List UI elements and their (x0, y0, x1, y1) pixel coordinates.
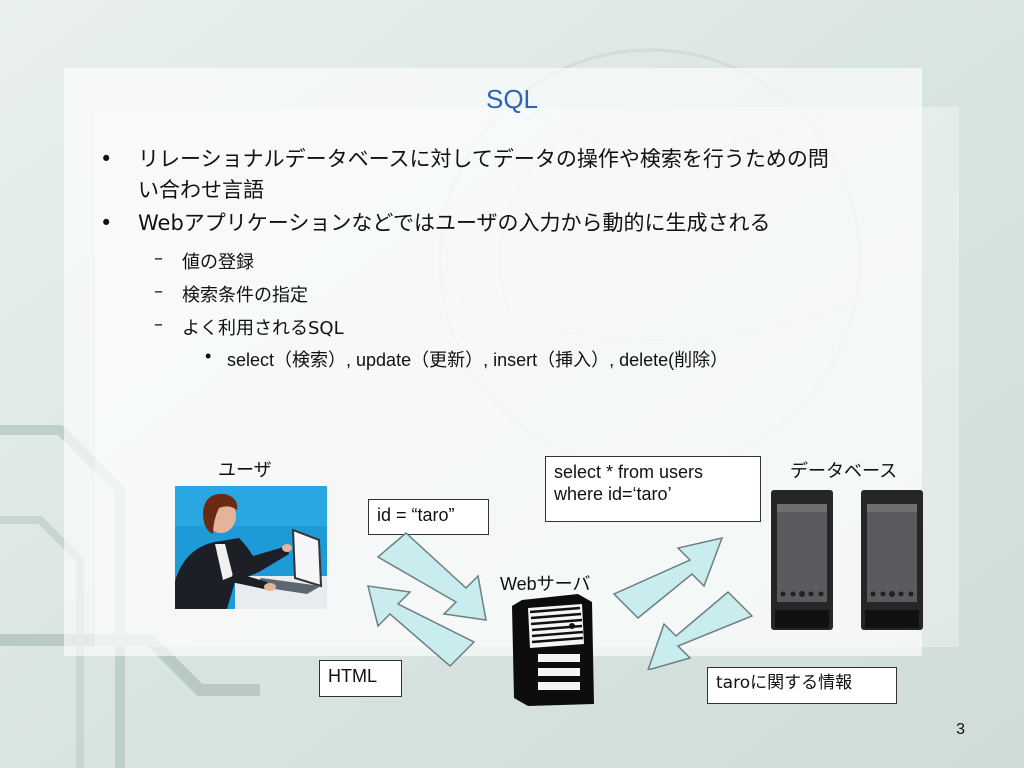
bullet-web-app-text: Webアプリケーションなどではユーザの入力から動的に生成される (138, 211, 771, 235)
sub-bullet-text: 検索条件の指定 (182, 285, 308, 306)
html-response-box: HTML (319, 660, 402, 697)
slide-title: SQL (485, 84, 539, 114)
database-server-icon (771, 490, 923, 630)
database-label: データベース (790, 461, 898, 482)
bullet-definition-line2: い合わせ言語 (138, 178, 264, 202)
flow-arrows (367, 531, 754, 670)
sql-commands-text: select（検索）, update（更新）, insert（挿入）, dele… (227, 350, 729, 370)
sql-commands-bullet: • select（検索）, update（更新）, insert（挿入）, de… (205, 346, 729, 372)
arrow-server-to-user (367, 585, 476, 668)
dash-icon: – (154, 314, 163, 335)
result-info-box: taroに関する情報 (707, 667, 897, 704)
bullet-definition-line1: リレーショナルデータベースに対してデータの操作や検索を行うための問 (138, 147, 829, 171)
bullet-definition: • リレーショナルデータベースに対してデータの操作や検索を行うための問 い合わせ… (100, 144, 829, 206)
sql-query-line1: select * from users (554, 462, 704, 482)
db-server-tower (771, 490, 833, 630)
sql-query-line2: where id=‘taro’ (554, 484, 672, 504)
arrow-db-to-server (647, 590, 754, 670)
db-server-tower (861, 490, 923, 630)
sub-bullet-register: – 値の登録 (154, 248, 254, 274)
sub-bullet-text: 値の登録 (182, 252, 254, 273)
page-number: 3 (956, 721, 965, 738)
user-image (175, 486, 327, 609)
arrow-server-to-db (612, 536, 724, 620)
bullet-icon: • (205, 346, 212, 366)
sql-query-box: select * from users where id=‘taro’ (545, 456, 761, 522)
web-server-label: Webサーバ (500, 574, 591, 594)
arrow-user-to-server (376, 531, 487, 621)
dash-icon: – (154, 281, 163, 302)
web-server-icon (512, 594, 594, 706)
sub-bullet-common-sql: – よく利用されるSQL (154, 314, 344, 340)
bullet-web-app: • Webアプリケーションなどではユーザの入力から動的に生成される (100, 208, 771, 239)
request-box: id = “taro” (368, 499, 489, 535)
dash-icon: – (154, 248, 163, 269)
user-label: ユーザ (218, 460, 272, 481)
bullet-icon: • (100, 147, 113, 171)
bullet-icon: • (100, 211, 113, 235)
sub-bullet-text: よく利用されるSQL (182, 318, 344, 339)
sub-bullet-search: – 検索条件の指定 (154, 281, 308, 307)
